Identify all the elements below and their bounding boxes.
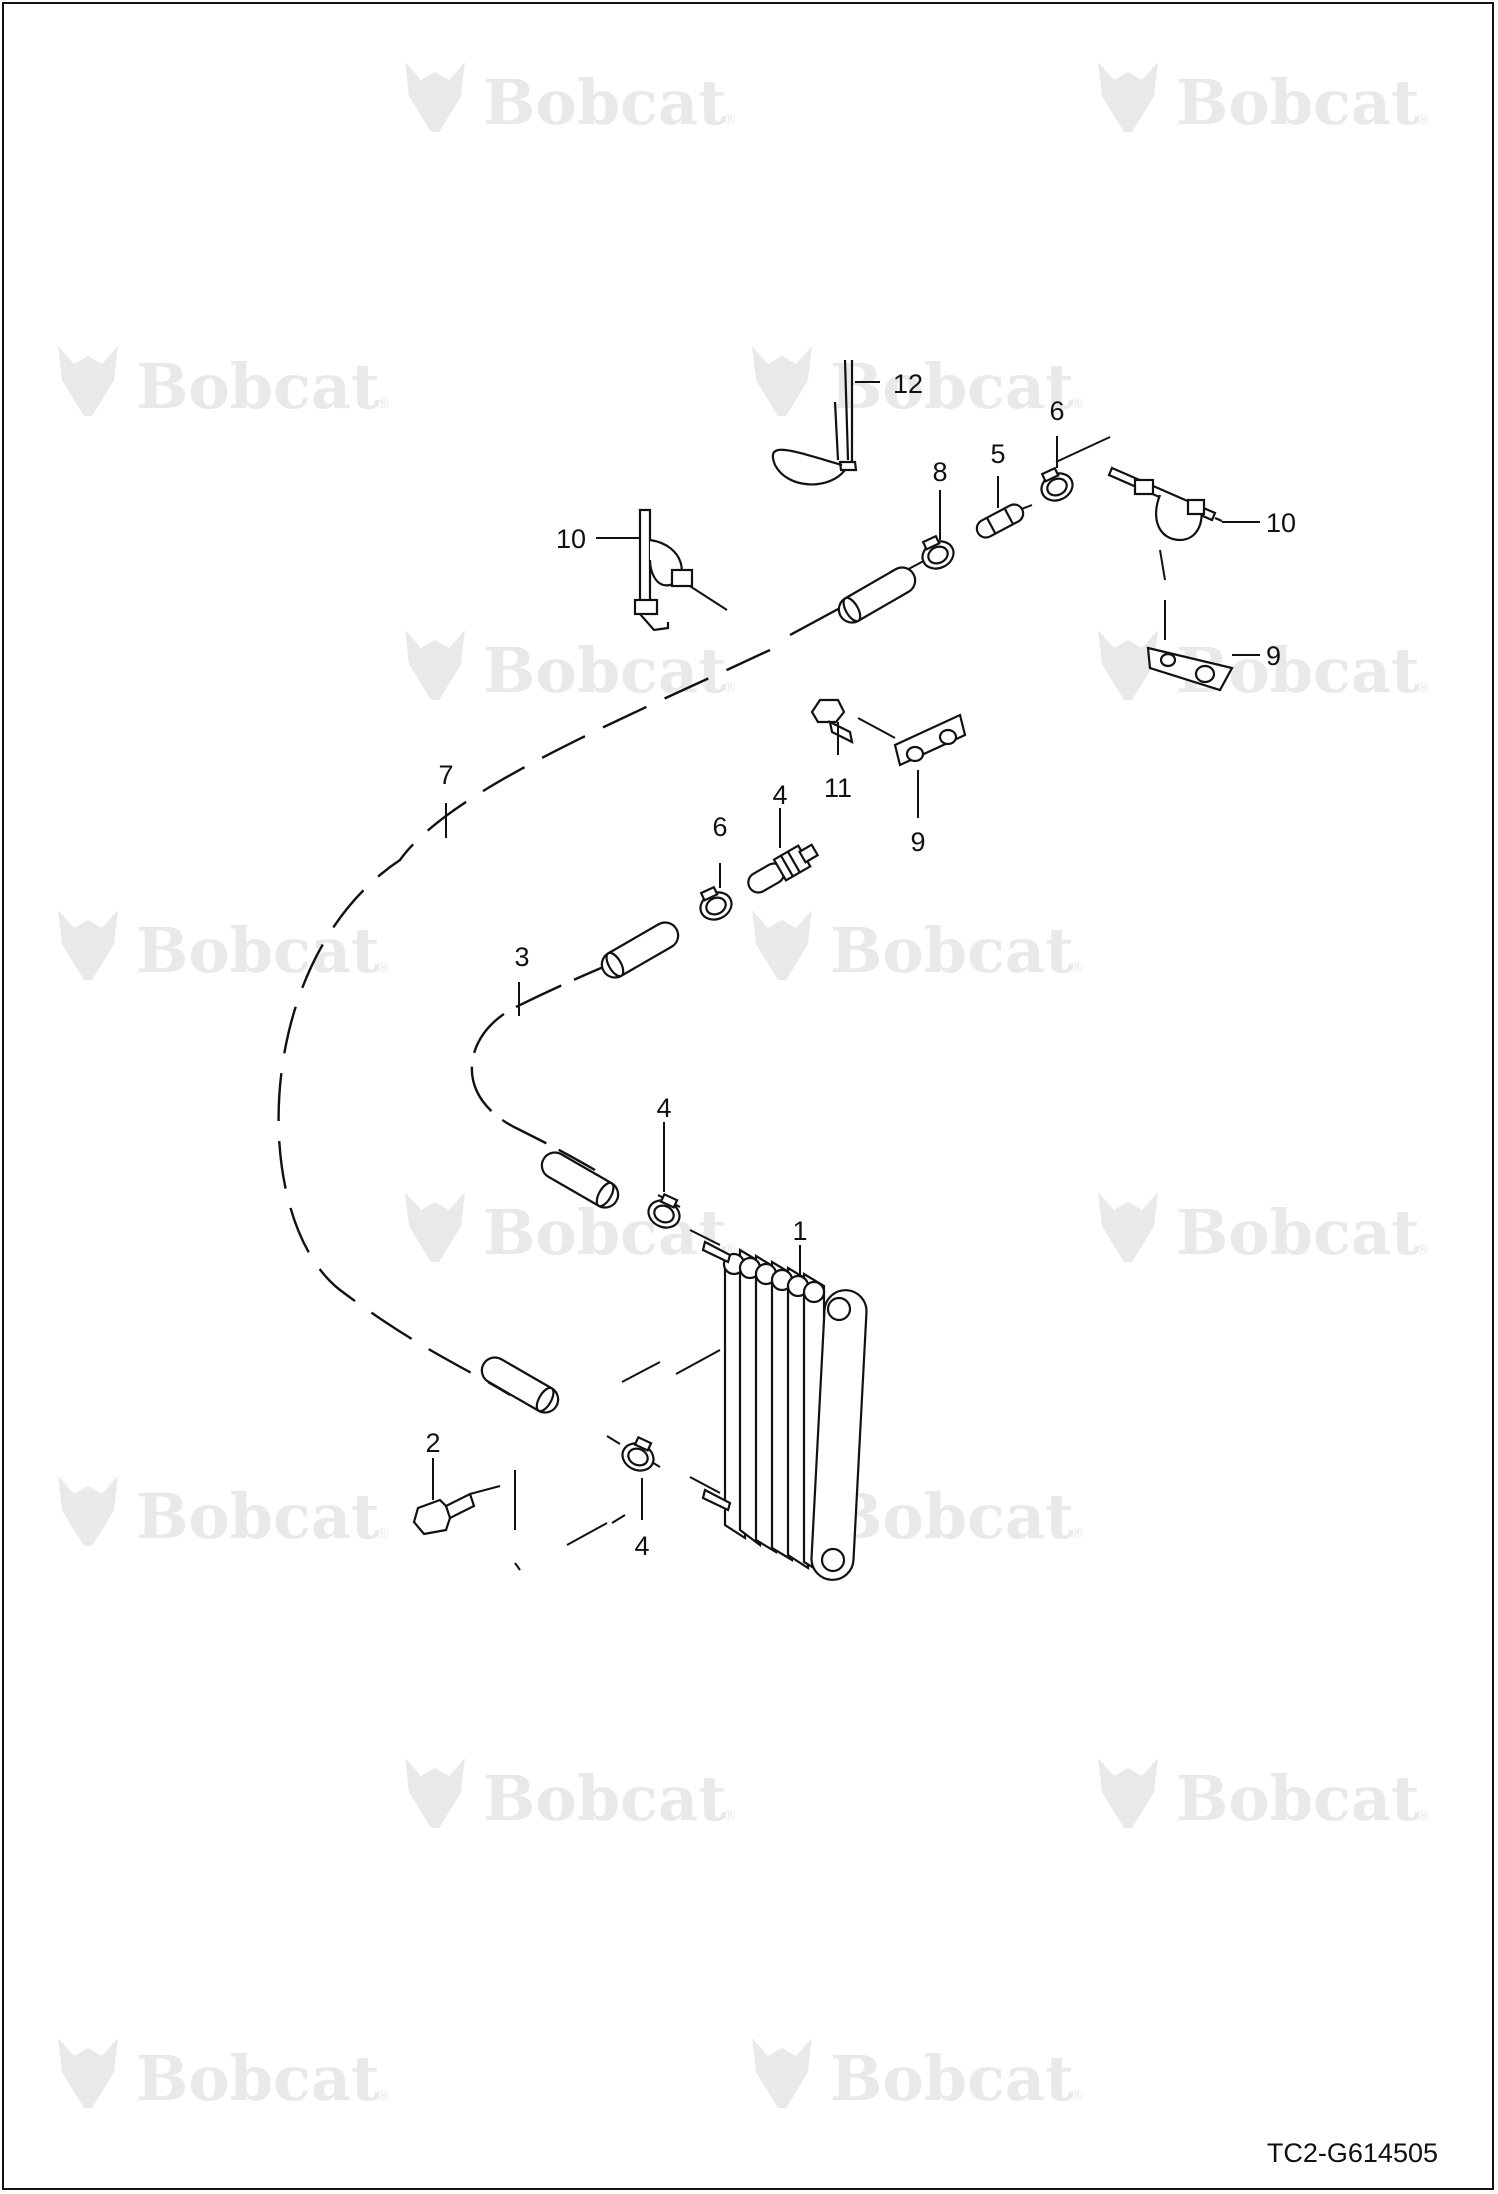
callout-4-cooler-bottom: 4 [634,1531,649,1561]
callout-9-mid: 9 [910,827,925,857]
bolt-2 [412,1492,476,1536]
bracket-9-right [1146,646,1234,692]
bracket-9-mid [893,713,967,767]
connector-5 [975,503,1025,539]
callout-10-left: 10 [556,524,586,554]
hose-sleeves [480,566,917,1414]
cable-tie-12 [771,359,858,486]
callout-1: 1 [792,1216,807,1246]
clamp-6-top [1040,466,1074,502]
clip-10-left [633,508,694,632]
callout-6-top: 6 [1049,396,1064,426]
callout-7: 7 [438,760,453,790]
callout-11: 11 [824,773,852,803]
callout-8: 8 [932,457,947,487]
callout-10-right: 10 [1266,508,1296,538]
fitting-4-top [747,843,820,894]
callout-4-cooler-top: 4 [656,1093,671,1123]
callout-9-right: 9 [1266,641,1281,671]
clamp-8 [921,534,955,570]
callout-3: 3 [514,942,529,972]
clamp-6-mid [699,885,733,921]
callout-2: 2 [425,1428,440,1458]
callout-labels: 1 2 3 4 4 4 5 6 6 7 8 9 9 10 10 11 12 [425,369,1296,1561]
clamp-4-top [647,1192,681,1229]
callout-5: 5 [990,439,1005,469]
oil-cooler [701,1240,868,1581]
clamp-4-bottom [621,1435,655,1472]
hose-7 [277,606,841,1397]
bolt-11 [810,698,854,744]
hose-3 [470,958,621,1172]
callout-leaders [432,381,1260,1520]
watermark-layer [58,62,1430,2115]
document-id: TC2-G614505 [1266,2138,1438,2168]
callout-12: 12 [893,369,923,399]
clip-10-right [1107,466,1223,542]
callout-6-mid: 6 [712,812,727,842]
callout-4-fitting: 4 [772,780,787,810]
hose-clamps [621,466,1074,1472]
